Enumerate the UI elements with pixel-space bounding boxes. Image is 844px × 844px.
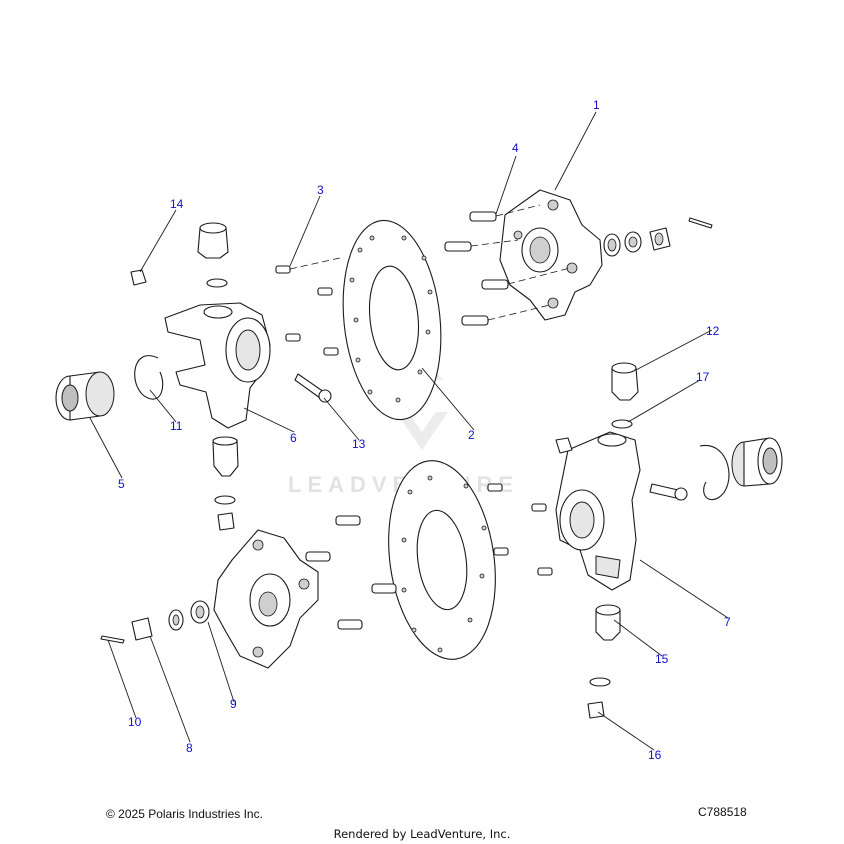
hub-studs-lower xyxy=(305,515,397,630)
hub-studs-upper xyxy=(444,204,571,326)
callout-14: 14 xyxy=(170,197,184,211)
callout-2: 2 xyxy=(468,428,475,442)
ball-joint-lower-left xyxy=(212,436,239,531)
callout-16: 16 xyxy=(648,748,662,762)
steering-knuckle-right xyxy=(555,431,641,591)
hub-hardware-lower xyxy=(100,600,210,644)
snap-ring-right xyxy=(699,445,730,500)
callout-1: 1 xyxy=(593,98,600,112)
callout-numbers: 1 2 3 4 5 6 7 8 9 10 11 12 13 14 15 16 1… xyxy=(118,98,731,762)
disc-bolts-upper xyxy=(275,257,341,356)
callout-3: 3 xyxy=(317,183,324,197)
wheel-bearing-left xyxy=(55,371,115,421)
brake-disc-lower xyxy=(388,460,496,660)
wheel-bearing-right xyxy=(731,437,783,487)
callout-6: 6 xyxy=(290,431,297,445)
callout-13: 13 xyxy=(352,437,366,451)
callout-9: 9 xyxy=(230,697,237,711)
leader-lines xyxy=(89,111,729,751)
ball-joint-upper-right xyxy=(555,362,639,454)
steering-knuckle-left xyxy=(164,302,271,429)
snap-ring-left xyxy=(134,355,164,400)
pinch-bolt xyxy=(294,373,332,403)
disc-bolts-lower xyxy=(487,483,553,576)
callout-5: 5 xyxy=(118,477,125,491)
knuckle-bolt-right xyxy=(649,483,688,501)
callout-4: 4 xyxy=(512,141,519,155)
brake-disc-upper xyxy=(342,219,442,421)
figure-id: C788518 xyxy=(698,805,747,819)
ball-joint-upper-left xyxy=(130,222,229,288)
callout-8: 8 xyxy=(186,741,193,755)
copyright-text: © 2025 Polaris Industries Inc. xyxy=(106,807,263,821)
hub-hardware-upper xyxy=(603,217,713,257)
callout-15: 15 xyxy=(655,652,669,666)
callout-12: 12 xyxy=(706,324,720,338)
callout-11: 11 xyxy=(170,419,183,433)
callout-17: 17 xyxy=(696,370,710,384)
rendered-by-text: Rendered by LeadVenture, Inc. xyxy=(333,827,511,841)
ball-joint-lower-right xyxy=(587,604,621,719)
front-hub-lower xyxy=(213,529,319,669)
callout-10: 10 xyxy=(128,715,142,729)
callout-7: 7 xyxy=(724,615,731,629)
front-hub-upper xyxy=(499,189,603,321)
